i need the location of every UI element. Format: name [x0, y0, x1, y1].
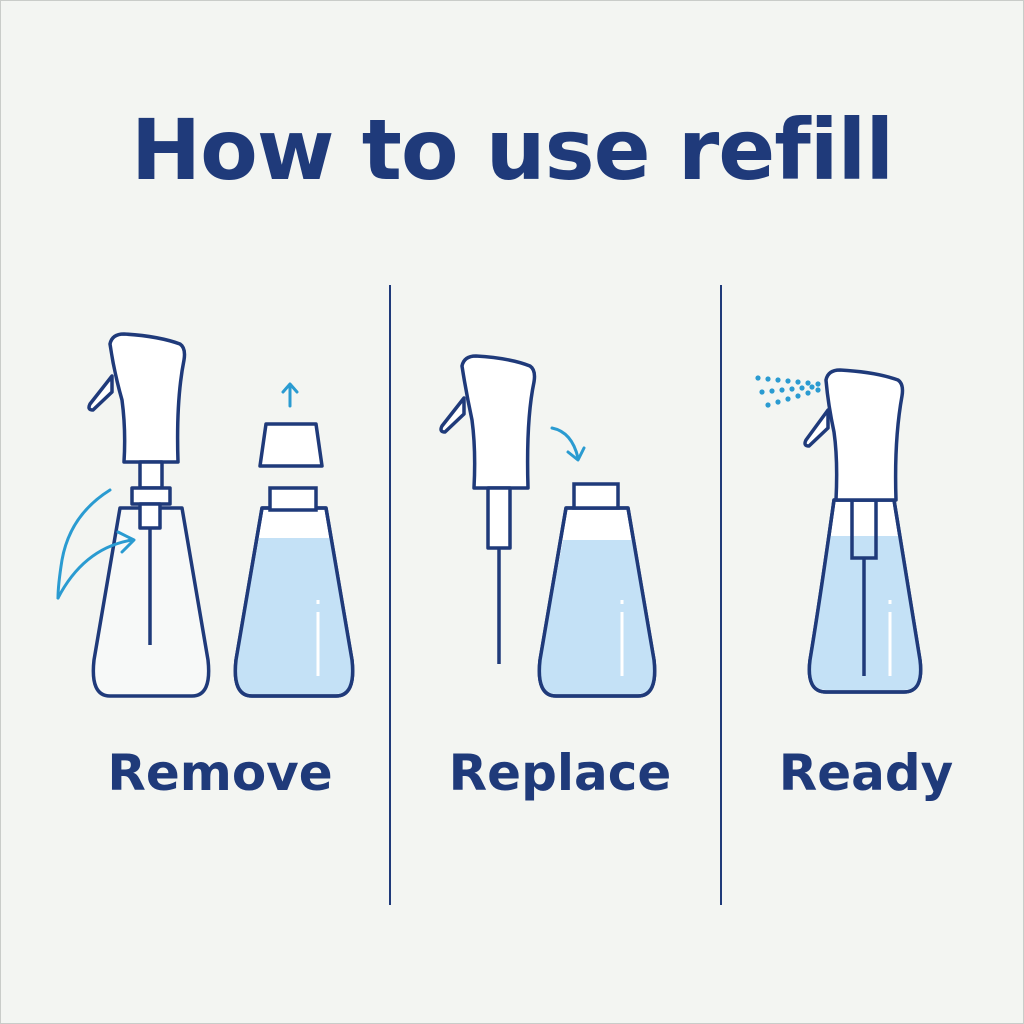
refill-bottle: [233, 486, 355, 698]
step-remove-illustration: [56, 332, 355, 698]
page-title: How to use refill: [130, 101, 894, 199]
removal-arrow: [56, 488, 136, 600]
step-replace-illustration: [439, 354, 657, 698]
spray-mist: [755, 375, 821, 408]
step-label-remove: Remove: [107, 744, 333, 802]
spray-head-attached: [803, 368, 905, 502]
step-ready-illustration: [755, 368, 923, 694]
refill-bottle-open: [537, 482, 657, 698]
cap-lifted: [258, 382, 324, 468]
replace-arrow: [550, 426, 586, 462]
step-label-replace: Replace: [448, 744, 672, 802]
spray-head-lifted: [87, 332, 187, 530]
empty-bottle: [91, 506, 211, 698]
assembled-bottle: [807, 498, 923, 694]
spray-head-with-tube: [439, 354, 537, 664]
step-label-ready: Ready: [778, 744, 954, 802]
